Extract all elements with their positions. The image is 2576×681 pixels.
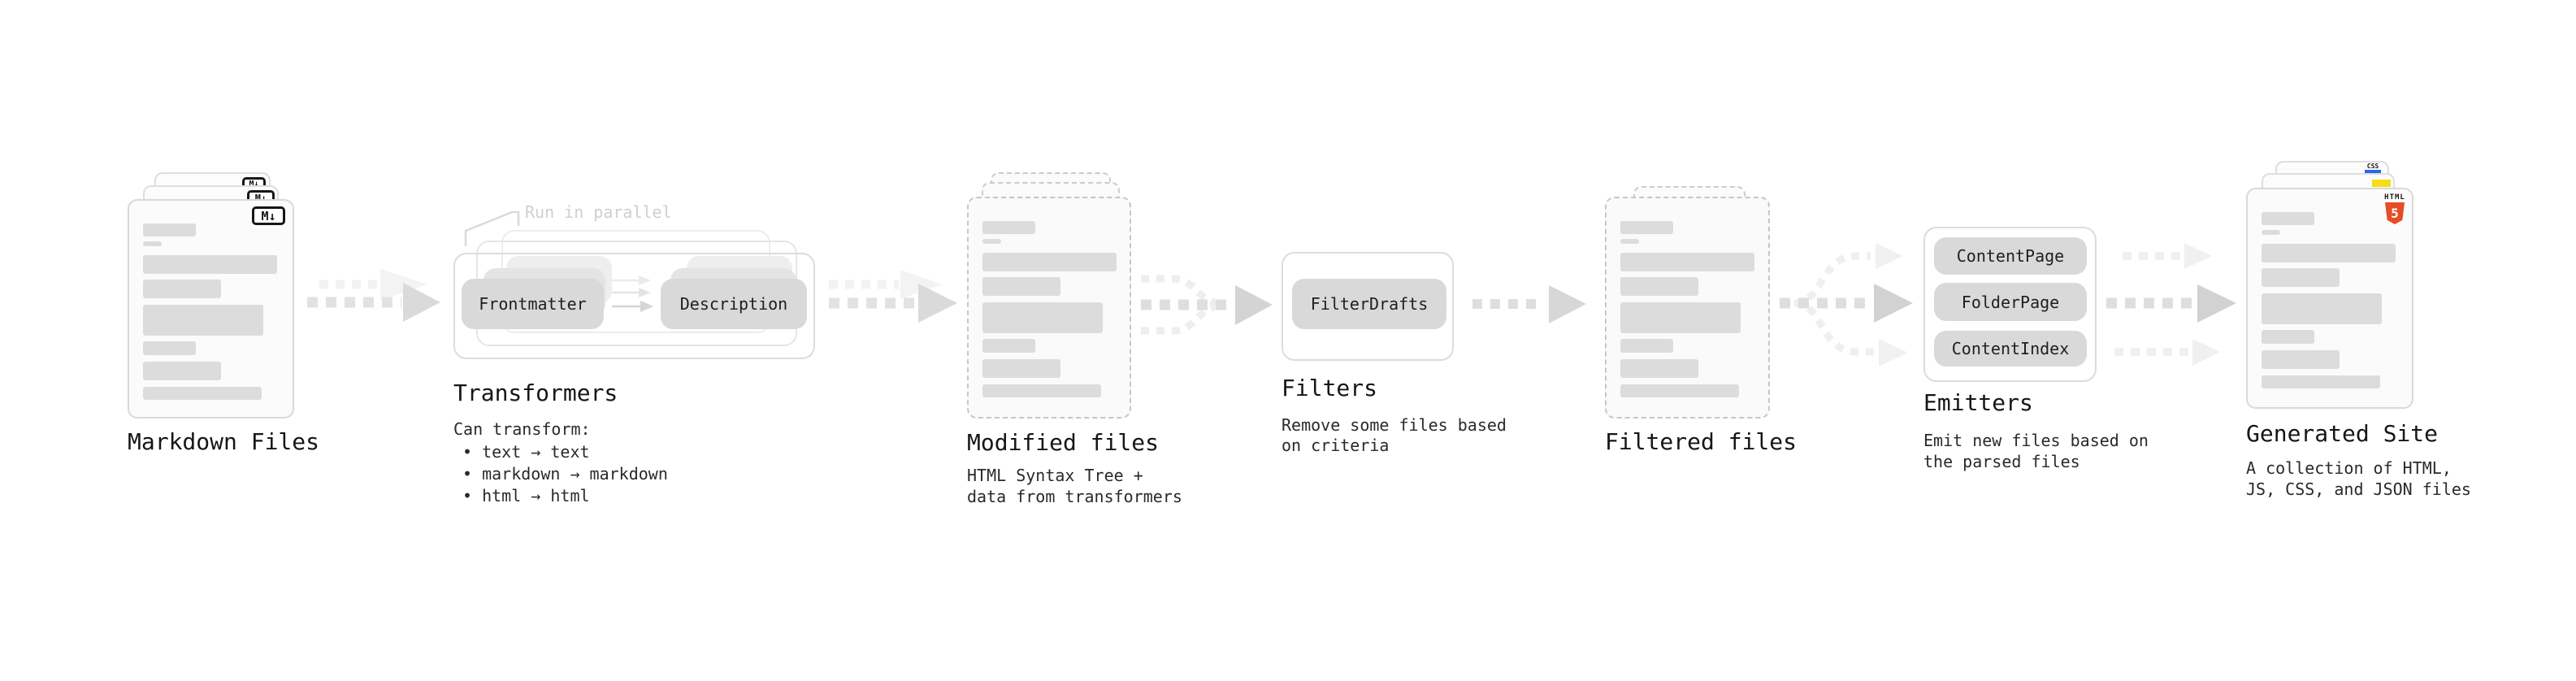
skeleton-line: [982, 221, 1035, 234]
skeleton-line: [2262, 375, 2380, 388]
arrowhead-icon: [2184, 243, 2212, 269]
stage-title: Markdown Files: [128, 428, 320, 455]
skeleton-line: [1620, 253, 1754, 271]
stage-subtitle-line: Emit new files based on: [1923, 431, 2149, 450]
arrow-modified-to-filters: [1141, 275, 1273, 335]
skeleton-line: [982, 339, 1035, 353]
stage-subtitle: Can transform:: [453, 419, 591, 439]
skeleton-line: [2262, 268, 2340, 287]
skeleton-line: [982, 277, 1060, 296]
skeleton-line: [1620, 339, 1673, 353]
arrowhead-icon: [1874, 284, 1913, 323]
arrow-filtered-to-emitters: [1780, 243, 1913, 367]
stage-subtitle-line: A collection of HTML,: [2246, 458, 2452, 478]
arrowhead-icon: [918, 284, 957, 323]
dashed-curve: [1793, 299, 1874, 356]
filtered-file-card: [1605, 197, 1770, 419]
arrowhead-icon: [2192, 339, 2220, 366]
skeleton-line: [143, 362, 221, 380]
html5-icon: HTML 5: [2384, 194, 2405, 224]
skeleton-line: [143, 241, 162, 246]
stage-title: Emitters: [1923, 389, 2033, 416]
skeleton-line: [2262, 230, 2280, 235]
css-file-icon: CSS: [2365, 163, 2381, 173]
skeleton-line: [143, 341, 196, 355]
stage-title: Filters: [1281, 375, 1378, 401]
filter-pill-filterdrafts: FilterDrafts: [1292, 279, 1446, 329]
emitter-pill-contentpage: ContentPage: [1934, 237, 2087, 275]
bullet-item: • html → html: [462, 486, 590, 505]
skeleton-line: [1620, 302, 1741, 333]
skeleton-line: [2262, 293, 2382, 324]
arrowhead-icon: [639, 288, 651, 297]
transform-bullet-list: • text → text • markdown → markdown • ht…: [462, 442, 668, 508]
transformer-frame: [453, 253, 815, 359]
skeleton-line: [1620, 239, 1639, 244]
run-in-parallel-note: Run in parallel: [525, 202, 672, 222]
arrowhead-icon: [2197, 284, 2236, 323]
bullet-item: • text → text: [462, 442, 590, 462]
skeleton-line: [143, 280, 221, 298]
skeleton-line: [2262, 244, 2396, 262]
skeleton-line: [982, 384, 1101, 397]
stage-subtitle-line: on criteria: [1281, 436, 1390, 455]
arrowhead-icon: [1549, 285, 1586, 323]
arrowhead-icon: [403, 283, 440, 322]
emitter-pill-contentindex: ContentIndex: [1934, 331, 2087, 367]
stage-subtitle-line: JS, CSS, and JSON files: [2246, 479, 2471, 499]
skeleton-line: [143, 223, 196, 236]
arrowhead-icon: [900, 270, 943, 299]
stage-subtitle-line: HTML Syntax Tree +: [967, 466, 1143, 485]
arrow-filters-to-filtered: [1472, 285, 1586, 323]
transformer-parallel-arrows: [612, 275, 653, 312]
skeleton-line: [982, 302, 1103, 333]
skeleton-line: [1620, 359, 1698, 378]
arrowhead-icon: [640, 301, 653, 312]
stage-subtitle-line: Remove some files based: [1281, 415, 1507, 435]
transformer-pill-frontmatter: Frontmatter: [462, 279, 604, 329]
emitter-pill-folderpage: FolderPage: [1934, 283, 2087, 321]
skeleton-line: [1620, 384, 1739, 397]
skeleton-line: [1620, 277, 1698, 296]
skeleton-line: [143, 387, 262, 400]
skeleton-line: [1620, 221, 1673, 234]
arrowhead-icon: [639, 275, 651, 285]
skeleton-line: [2262, 212, 2314, 225]
arrowhead-icon: [1876, 243, 1903, 269]
skeleton-line: [143, 305, 263, 336]
skeleton-line: [143, 255, 277, 274]
markdown-file-card: M↓: [128, 199, 294, 419]
dashed-curve: [1793, 252, 1871, 307]
stage-title: Transformers: [453, 380, 618, 406]
skeleton-line: [982, 359, 1060, 378]
generated-file-card: HTML 5: [2246, 188, 2413, 409]
skeleton-line: [982, 239, 1001, 244]
skeleton-line: [2262, 330, 2314, 344]
bullet-item: • markdown → markdown: [462, 464, 668, 484]
arrow-emitters-to-generated: [2106, 243, 2236, 366]
markdown-icon: M↓: [252, 206, 285, 225]
arrowhead-icon: [1879, 339, 1908, 367]
stage-title: Filtered files: [1605, 428, 1798, 455]
stage-title: Modified files: [967, 429, 1160, 456]
skeleton-line: [982, 253, 1117, 271]
skeleton-line: [2262, 350, 2340, 369]
stage-subtitle-line: the parsed files: [1923, 452, 2080, 471]
run-in-parallel-callout-line: [464, 210, 520, 247]
arrowhead-icon: [1235, 285, 1273, 325]
arrow-markdown-to-transformers: [307, 269, 440, 322]
arrow-transformers-to-modified: [829, 270, 957, 323]
js-file-icon: [2372, 180, 2391, 187]
modified-file-card: [967, 197, 1131, 419]
stage-subtitle-line: data from transformers: [967, 487, 1182, 506]
stage-title: Generated Site: [2246, 420, 2439, 447]
transformer-pill-description: Description: [661, 279, 807, 329]
